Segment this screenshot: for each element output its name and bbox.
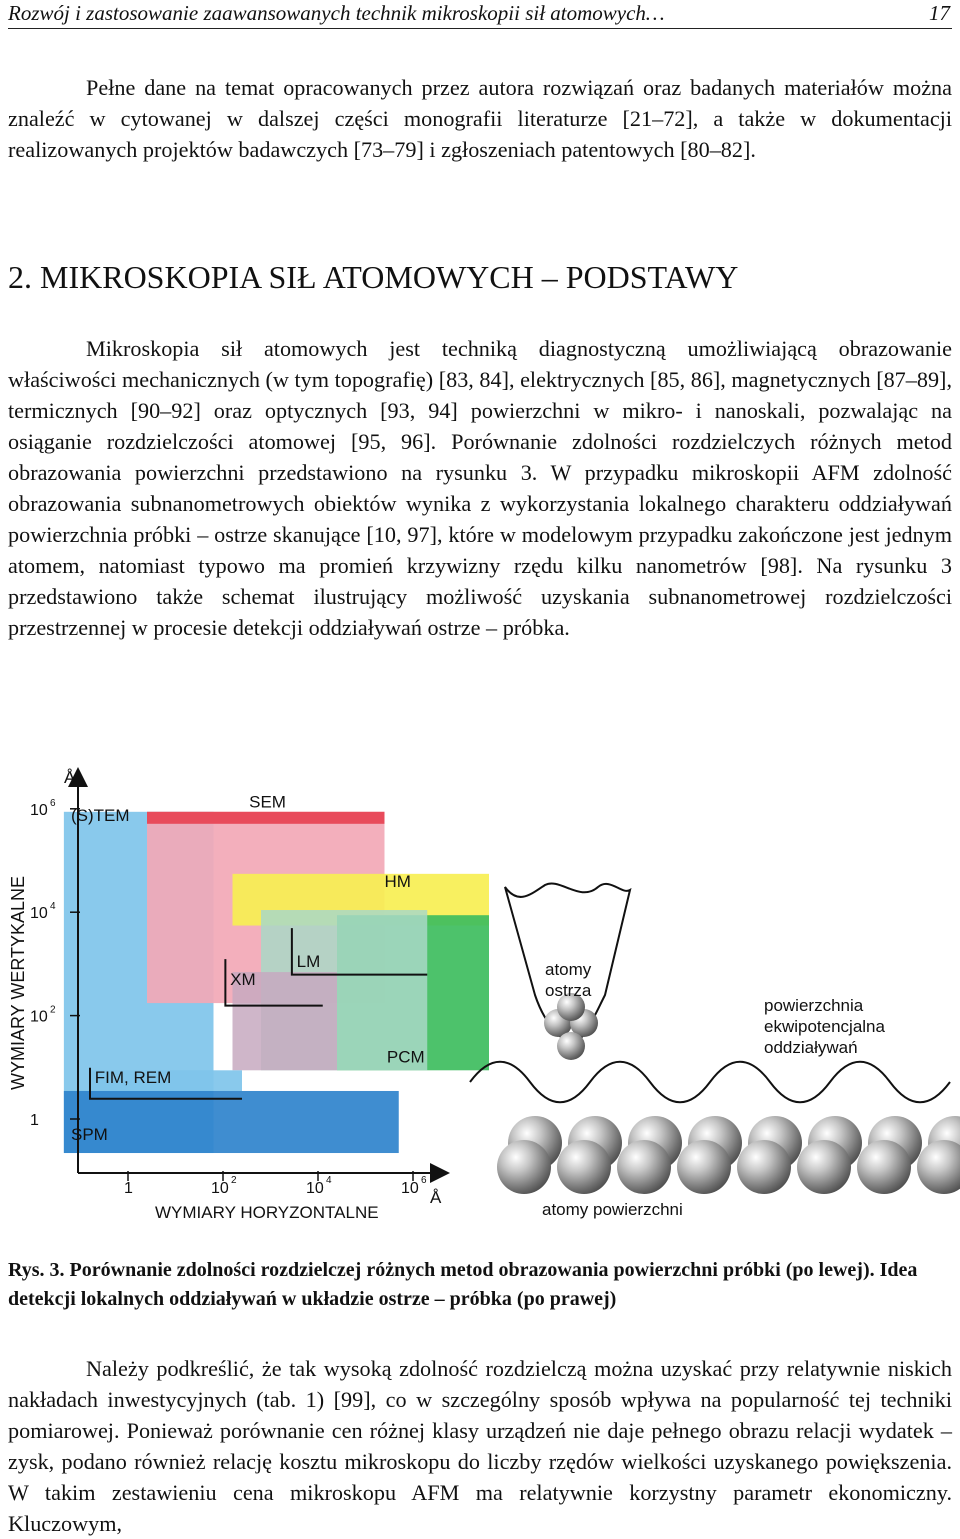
region-spm [63, 1090, 399, 1154]
y-unit-label: Å [64, 768, 76, 787]
caption-text: Porównanie zdolności rozdzielczej różnyc… [8, 1259, 918, 1310]
tip-surface-schematic: atomy ostrza powierzchnia ekwipotencjaln… [469, 882, 960, 1219]
region-label: (S)TEM [71, 806, 130, 825]
y-tick-exponent: 2 [50, 1005, 56, 1016]
caption-prefix: Rys. 3. [8, 1259, 65, 1281]
tip-atom [557, 993, 585, 1021]
region-fim-rem [90, 1070, 242, 1091]
x-axis-title: WYMIARY HORYZONTALNE [155, 1203, 379, 1222]
surface-atom [797, 1140, 851, 1194]
x-tick-exponent: 6 [421, 1175, 427, 1186]
region-label: SPM [71, 1125, 108, 1144]
tip-atoms-label: ostrza [545, 981, 592, 1000]
equipotential-label: powierzchnia [764, 996, 864, 1015]
closing-paragraph: Należy podkreślić, że tak wysoką zdolnoś… [8, 1356, 952, 1536]
running-header: Rozwój i zastosowanie zaawansowanych tec… [8, 0, 952, 29]
surface-atom [737, 1140, 791, 1194]
region-label: HM [385, 872, 411, 891]
region-label: FIM, REM [95, 1068, 172, 1087]
tip-atom [557, 1032, 585, 1060]
figure-caption: Rys. 3. Porównanie zdolności rozdzielcze… [8, 1256, 952, 1314]
surface-atom [617, 1140, 671, 1194]
surface-atom [497, 1140, 551, 1194]
x-tick-label: 10 [211, 1180, 229, 1197]
x-tick-label: 10 [401, 1180, 419, 1197]
x-tick-exponent: 2 [231, 1175, 237, 1186]
surface-atom [677, 1140, 731, 1194]
surface-atoms [497, 1116, 960, 1194]
intro-paragraph: Pełne dane na temat opracowanych przez a… [8, 75, 952, 162]
y-tick-exponent: 4 [50, 901, 56, 912]
region-xm [232, 972, 337, 1071]
x-unit-label: Å [430, 1188, 442, 1207]
y-tick-label: 10 [30, 905, 48, 922]
surface-atom [557, 1140, 611, 1194]
region-label: PCM [387, 1048, 425, 1067]
page-number: 17 [929, 1, 950, 25]
fim-marker [89, 1067, 242, 1100]
equipotential-label: oddziaływań [764, 1038, 858, 1057]
region-label: XM [230, 970, 256, 989]
tip-atoms-label: atomy [545, 960, 592, 979]
y-axis-title: WYMIARY WERTYKALNE [8, 876, 28, 1090]
y-tick-label: 1 [30, 1112, 39, 1129]
surface-atom [857, 1140, 911, 1194]
y-tick-label: 10 [30, 802, 48, 819]
running-title: Rozwój i zastosowanie zaawansowanych tec… [8, 1, 665, 25]
x-tick-label: 1 [124, 1180, 133, 1197]
lm-marker [290, 928, 428, 976]
equipotential-label: ekwipotencjalna [764, 1017, 886, 1036]
x-tick-exponent: 4 [326, 1175, 332, 1186]
section-heading: 2. MIKROSKOPIA SIŁ ATOMOWYCH – PODSTAWY [8, 259, 739, 295]
xm-marker [224, 959, 323, 1007]
y-tick-exponent: 6 [50, 798, 56, 809]
main-paragraph: Mikroskopia sił atomowych jest techniką … [8, 336, 952, 640]
surface-atoms-label: atomy powierzchni [542, 1200, 683, 1219]
equipotential-wave [469, 1060, 951, 1104]
y-tick-label: 10 [30, 1009, 48, 1026]
x-tick-label: 10 [306, 1180, 324, 1197]
region-label: LM [297, 952, 321, 971]
surface-atom [917, 1140, 960, 1194]
region-label: SEM [249, 793, 286, 812]
region-cap [147, 811, 385, 824]
